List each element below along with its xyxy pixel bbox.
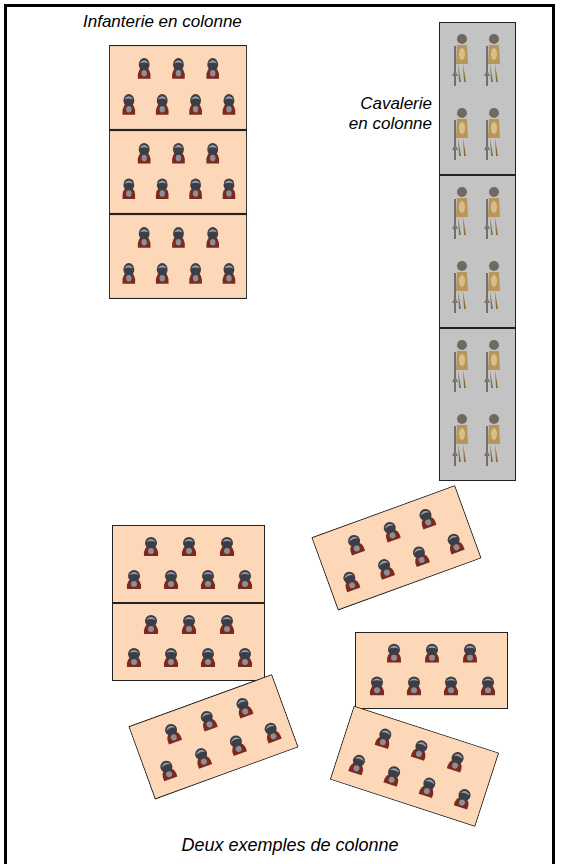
infantry-block	[356, 632, 508, 708]
infantry-block	[109, 215, 246, 299]
cavalry-block	[440, 329, 516, 481]
column-label: Cavalerie en colonne	[342, 94, 432, 135]
infantry-block	[109, 46, 246, 130]
column-label: Infanterie en colonne	[83, 12, 283, 32]
infantry-block	[330, 706, 498, 826]
caption-label: Deux exemples de colonne	[140, 835, 440, 857]
infantry-block	[129, 675, 298, 799]
infantry-block	[109, 131, 246, 214]
infantry-block	[312, 486, 481, 610]
cavalry-block	[440, 176, 516, 328]
infantry-block	[113, 604, 265, 681]
cavalry-block	[440, 23, 516, 175]
infantry-block	[113, 526, 265, 603]
